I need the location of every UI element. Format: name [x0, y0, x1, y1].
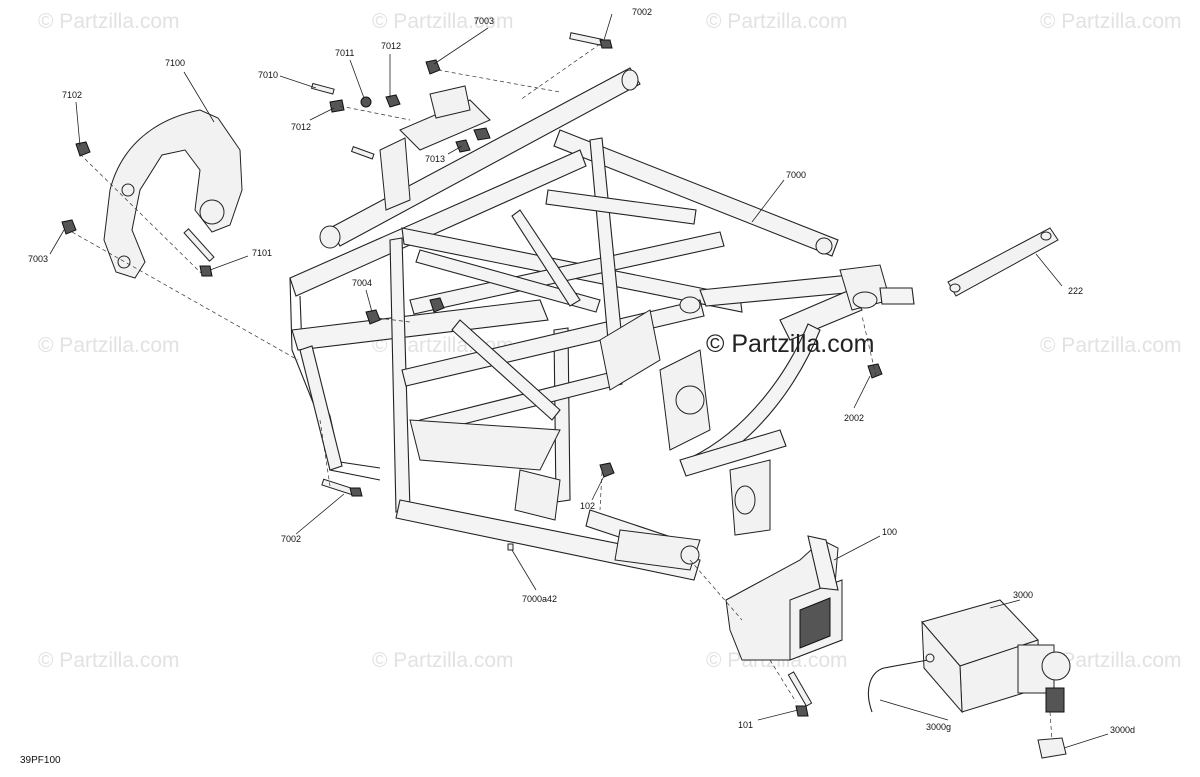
- callout-7010: 7010: [258, 70, 278, 80]
- callout-labels: 7002 7003 7011 7012 7010 7012 7013 7100 …: [28, 7, 1135, 735]
- callout-7011: 7011: [335, 48, 354, 58]
- watermark-center: © Partzilla.com: [706, 330, 874, 358]
- main-frame: [289, 67, 915, 581]
- callout-7003: 7003: [474, 16, 494, 26]
- nut-3000d: [1037, 737, 1067, 759]
- hardware: [61, 32, 883, 551]
- watermark: © Partzilla.com: [38, 649, 180, 672]
- watermark: © Partzilla.com: [1040, 649, 1182, 672]
- plate-222: [947, 227, 1059, 297]
- watermark: © Partzilla.com: [38, 10, 180, 33]
- callout-100: 100: [882, 527, 897, 537]
- callout-7002: 7002: [632, 7, 652, 17]
- callout-3000: 3000: [1013, 590, 1033, 600]
- watermark: © Partzilla.com: [706, 10, 848, 33]
- callout-7000: 7000: [786, 170, 806, 180]
- callout-101: 101: [738, 720, 753, 730]
- watermark: © Partzilla.com: [372, 10, 514, 33]
- leader-lines: [49, 13, 1109, 749]
- callout-222: 222: [1068, 286, 1083, 296]
- watermark: © Partzilla.com: [38, 334, 180, 357]
- watermark: © Partzilla.com: [372, 649, 514, 672]
- callout-7004: 7004: [352, 278, 372, 288]
- watermark: © Partzilla.com: [1040, 334, 1182, 357]
- callout-3000g: 3000g: [926, 722, 951, 732]
- pin-3000g: [867, 653, 935, 713]
- callout-7100: 7100: [165, 58, 185, 68]
- callout-7013: 7013: [425, 154, 445, 164]
- callout-2002: 2002: [844, 413, 864, 423]
- bolt-101: [787, 671, 813, 717]
- ball-mount-3000: [921, 599, 1071, 714]
- alignment-lines: [71, 43, 1053, 741]
- callout-7012: 7012: [291, 122, 311, 132]
- callout-102: 102: [580, 501, 595, 511]
- callout-7002: 7002: [281, 534, 301, 544]
- callout-7000a42: 7000a42: [522, 594, 557, 604]
- callout-3000d: 3000d: [1110, 725, 1135, 735]
- callout-7101: 7101: [252, 248, 272, 258]
- bracket-7100: [103, 109, 243, 279]
- callout-7102: 7102: [62, 90, 82, 100]
- watermark: © Partzilla.com: [1040, 10, 1182, 33]
- hitch-receiver-100: [725, 535, 843, 661]
- callout-7012: 7012: [381, 41, 401, 51]
- watermark-layer: © Partzilla.com © Partzilla.com © Partzi…: [38, 10, 1182, 672]
- callout-7003: 7003: [28, 254, 48, 264]
- diagram-code: 39PF100: [20, 755, 61, 766]
